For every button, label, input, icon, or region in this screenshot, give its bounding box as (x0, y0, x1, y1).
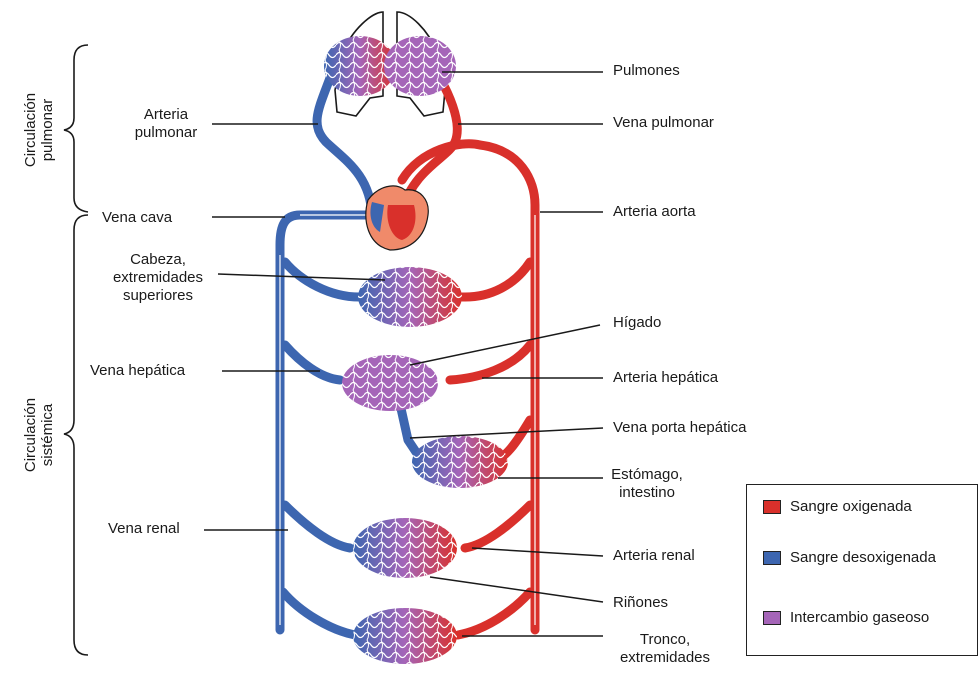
label-pulmones: Pulmones (613, 62, 680, 80)
label-cabeza: Cabeza, extremidades superiores (102, 251, 214, 305)
label-cabeza-line2: extremidades (102, 269, 214, 287)
section-circulacion-sistemica-line1: Circulación (22, 393, 39, 477)
label-arteria-pulmonar-line2: pulmonar (124, 124, 208, 142)
label-rinones: Riñones (613, 594, 668, 612)
label-tronco-line2: extremidades (607, 649, 723, 667)
capillary-beds (342, 267, 508, 664)
legend-item-oxygenated: Sangre oxigenada (763, 498, 912, 515)
legend: Sangre oxigenada Sangre desoxigenada Int… (746, 484, 978, 656)
label-estomago-line1: Estómago, (607, 466, 687, 484)
section-circulacion-sistemica-line2: sistémica (39, 393, 56, 477)
label-arteria-aorta: Arteria aorta (613, 203, 696, 221)
label-vena-cava: Vena cava (102, 209, 172, 227)
label-arteria-pulmonar-line1: Arteria (124, 106, 208, 124)
legend-item-deoxygenated: Sangre desoxigenada (763, 549, 936, 566)
label-arteria-hepatica: Arteria hepática (613, 369, 718, 387)
label-vena-hepatica: Vena hepática (90, 362, 185, 380)
brackets (64, 45, 88, 655)
label-arteria-renal: Arteria renal (613, 547, 695, 565)
legend-item-exchange: Intercambio gaseoso (763, 609, 929, 626)
label-estomago: Estómago, intestino (607, 466, 687, 502)
legend-label-exchange: Intercambio gaseoso (790, 609, 929, 626)
heart (366, 186, 428, 250)
label-tronco: Tronco, extremidades (607, 631, 723, 667)
label-tronco-line1: Tronco, (607, 631, 723, 649)
legend-swatch-oxygenated (763, 500, 781, 514)
label-vena-pulmonar: Vena pulmonar (613, 114, 714, 132)
legend-label-deoxygenated: Sangre desoxigenada (790, 549, 936, 566)
label-cabeza-line3: superiores (102, 287, 214, 305)
label-estomago-line2: intestino (607, 484, 687, 502)
label-arteria-pulmonar: Arteria pulmonar (124, 106, 208, 142)
label-vena-porta: Vena porta hepática (613, 419, 746, 437)
label-cabeza-line1: Cabeza, (102, 251, 214, 269)
legend-label-oxygenated: Sangre oxigenada (790, 498, 912, 515)
section-circulacion-sistemica: Circulación sistémica (22, 393, 56, 477)
legend-swatch-exchange (763, 611, 781, 625)
section-circulacion-pulmonar-line2: pulmonar (39, 88, 56, 172)
lung-capillaries (324, 36, 456, 96)
label-higado: Hígado (613, 314, 661, 332)
label-vena-renal: Vena renal (108, 520, 180, 538)
section-circulacion-pulmonar-line1: Circulación (22, 88, 39, 172)
section-circulacion-pulmonar: Circulación pulmonar (22, 88, 56, 172)
legend-swatch-deoxygenated (763, 551, 781, 565)
